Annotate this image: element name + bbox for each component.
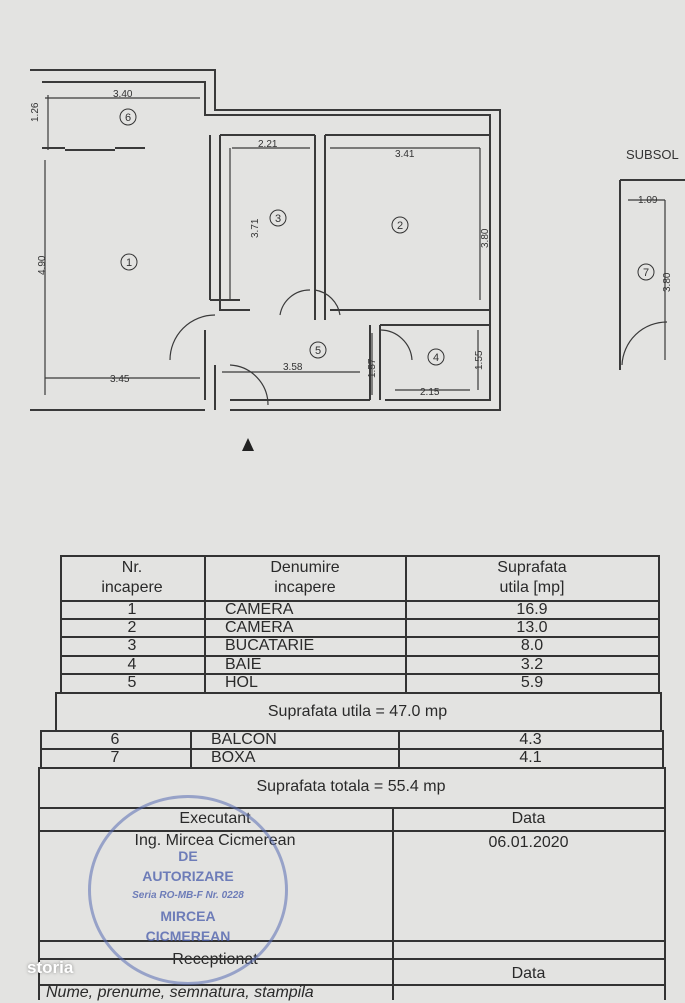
cell-nr: 4 — [127, 655, 137, 673]
cell-nr: 6 — [110, 730, 120, 748]
utila-total: Suprafata utila = 47.0 mp — [267, 702, 448, 720]
cell-area: 5.9 — [520, 674, 544, 691]
total-area: Suprafata totala = 55.4 mp — [256, 778, 446, 795]
header-denumire: Denumire incapere — [270, 559, 340, 596]
room-number: 1 — [126, 257, 132, 269]
room-number: 7 — [643, 267, 649, 279]
dim-label: 3.80 — [662, 272, 673, 292]
stamp-line: MIRCEA — [160, 908, 216, 924]
stamp-line: DE — [178, 848, 198, 864]
dim-label: 1.55 — [474, 350, 485, 370]
dim-label: 1.26 — [30, 102, 41, 122]
dim-label: 2.21 — [258, 139, 278, 150]
dim-label: 3.80 — [480, 228, 491, 248]
room-number: 3 — [275, 213, 281, 225]
cell-area: 8.0 — [520, 637, 544, 654]
dim-label: 3.40 — [113, 89, 133, 100]
dim-label: 2.15 — [420, 387, 440, 398]
cell-name: BAIE — [225, 655, 262, 673]
cell-area: 3.2 — [520, 655, 544, 673]
authorization-stamp: DE AUTORIZARE Seria RO-MB-F Nr. 0228 MIR… — [88, 795, 288, 985]
dim-label: 3.71 — [250, 218, 261, 238]
cell-name: BALCON — [211, 730, 277, 748]
dim-label: 1.09 — [638, 195, 658, 206]
room-number: 6 — [125, 112, 131, 124]
data-label-2: Data — [511, 965, 546, 982]
stamp-line: Seria RO-MB-F Nr. 0228 — [132, 890, 244, 901]
header-nr: Nr. incapere — [101, 559, 163, 596]
subsol-label: SUBSOL — [626, 147, 679, 162]
dim-label: 3.41 — [395, 149, 415, 160]
room-number: 2 — [397, 220, 403, 232]
cell-name: HOL — [225, 674, 258, 691]
room-number: 4 — [433, 352, 439, 364]
stamp-line: AUTORIZARE — [142, 868, 234, 884]
dim-label: 1.57 — [367, 358, 378, 378]
cell-name: CAMERA — [225, 600, 294, 618]
entrance-arrow-icon — [242, 438, 254, 451]
cell-name: BOXA — [211, 749, 256, 766]
cell-nr: 5 — [127, 674, 137, 691]
stamp-line: CICMEREAN — [145, 928, 231, 944]
cell-nr: 1 — [127, 600, 137, 618]
cell-area: 4.3 — [519, 730, 542, 748]
room-number: 5 — [315, 345, 321, 357]
floor-plan: 3.40 1.26 2.21 3.41 3.71 3.80 4.90 3.45 … — [30, 69, 685, 451]
cell-area: 4.1 — [519, 749, 542, 766]
cell-nr: 2 — [127, 618, 137, 636]
dim-label: 4.90 — [37, 255, 48, 275]
data-label: Data — [511, 810, 546, 827]
cell-area: 13.0 — [516, 618, 548, 636]
storia-watermark: storia — [27, 958, 74, 977]
cell-name: BUCATARIE — [225, 637, 315, 654]
dim-label: 3.58 — [283, 362, 303, 373]
header-suprafata: Suprafata utila [mp] — [497, 559, 567, 596]
dim-label: 3.45 — [110, 374, 130, 385]
cell-area: 16.9 — [516, 600, 548, 618]
cell-name: CAMERA — [225, 618, 294, 636]
cell-nr: 7 — [110, 749, 120, 766]
nume-label: Nume, prenume, semnatura, stampila — [46, 984, 314, 1001]
date-value: 06.01.2020 — [488, 834, 569, 851]
cell-nr: 3 — [127, 637, 137, 654]
